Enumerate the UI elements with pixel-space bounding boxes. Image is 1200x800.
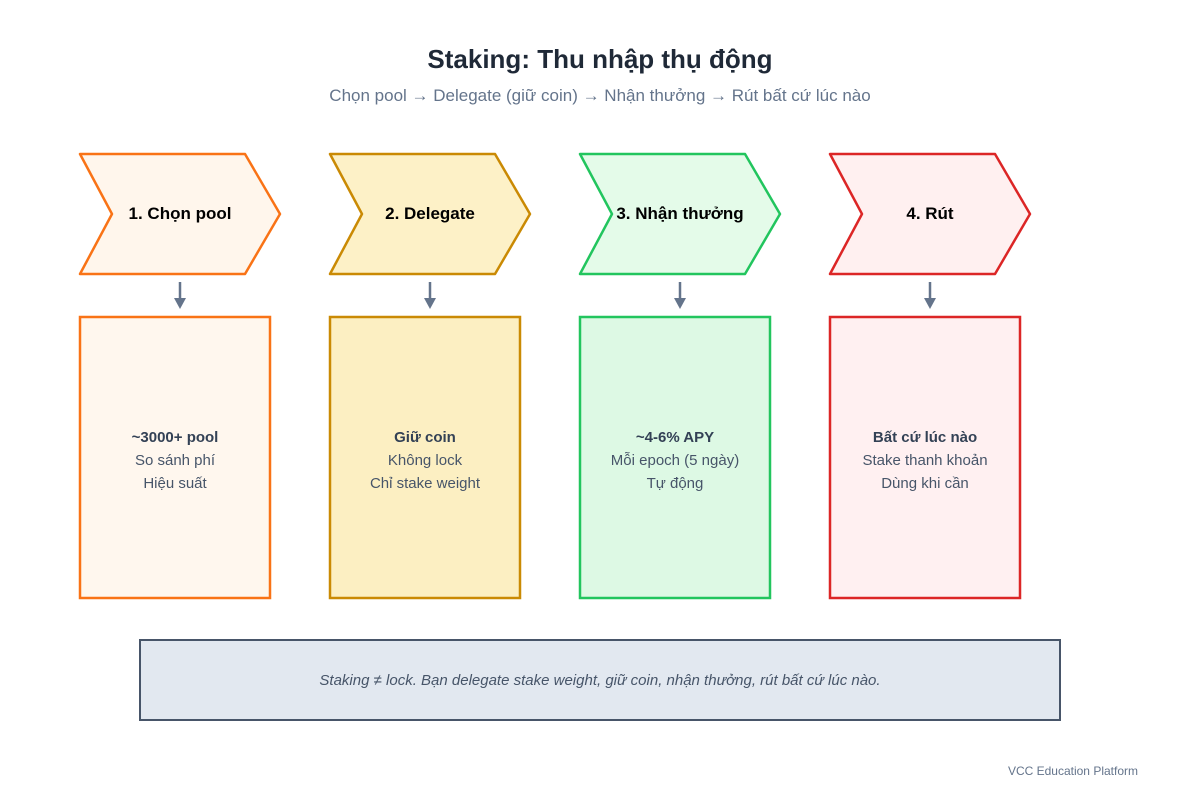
step-2-card-box bbox=[328, 315, 522, 600]
page-subtitle: Chọn pool → Delegate (giữ coin) → Nhận t… bbox=[329, 86, 871, 105]
step-4-card-line2: Dùng khi cần bbox=[881, 475, 969, 492]
page-title: Staking: Thu nhập thụ động bbox=[427, 44, 773, 74]
step-2-card: Giữ coin Không lock Chỉ stake weight bbox=[330, 426, 520, 495]
step-3-card-line2: Tự động bbox=[646, 475, 704, 492]
footer-credit: VCC Education Platform bbox=[1007, 764, 1138, 778]
step-1-card-line2: Hiệu suất bbox=[143, 475, 207, 492]
step-3-card-box bbox=[578, 315, 772, 600]
step-1-card: ~3000+ pool So sánh phí Hiệu suất bbox=[80, 426, 270, 495]
summary-note-box bbox=[139, 639, 1061, 721]
step-4-card: Bất cứ lúc nào Stake thanh khoản Dùng kh… bbox=[830, 426, 1020, 495]
step-3-card-line1: Mỗi epoch (5 ngày) bbox=[610, 452, 740, 469]
step-3-card: ~4-6% APY Mỗi epoch (5 ngày) Tự động bbox=[580, 426, 770, 495]
step-4-card-box bbox=[828, 315, 1022, 600]
step-2-label: 2. Delegate bbox=[385, 204, 475, 223]
step-1-arrow-head bbox=[174, 298, 186, 309]
step-4-chevron bbox=[828, 152, 1032, 276]
step-4-arrow-head bbox=[924, 298, 936, 309]
step-2-chevron bbox=[328, 152, 532, 276]
step-1-chevron bbox=[78, 152, 282, 276]
step-1-card-box bbox=[78, 315, 272, 600]
step-3-label: 3. Nhận thưởng bbox=[616, 204, 744, 223]
step-3-card-title: ~4-6% APY bbox=[635, 429, 715, 446]
step-2-card-title: Giữ coin bbox=[394, 429, 456, 446]
step-4-label: 4. Rút bbox=[906, 204, 954, 223]
step-2-card-line1: Không lock bbox=[387, 452, 463, 469]
step-1-card-line1: So sánh phí bbox=[134, 452, 216, 469]
step-1-label: 1. Chọn pool bbox=[128, 204, 232, 223]
step-3-chevron bbox=[578, 152, 782, 276]
summary-note: Staking ≠ lock. Bạn delegate stake weigh… bbox=[319, 671, 881, 689]
step-4-card-line1: Stake thanh khoản bbox=[862, 452, 988, 469]
step-2-arrow-head bbox=[424, 298, 436, 309]
step-2-card-line2: Chỉ stake weight bbox=[369, 475, 481, 492]
step-4-card-title: Bất cứ lúc nào bbox=[872, 429, 978, 446]
step-3-arrow-head bbox=[674, 298, 686, 309]
step-1-card-title: ~3000+ pool bbox=[131, 429, 219, 446]
